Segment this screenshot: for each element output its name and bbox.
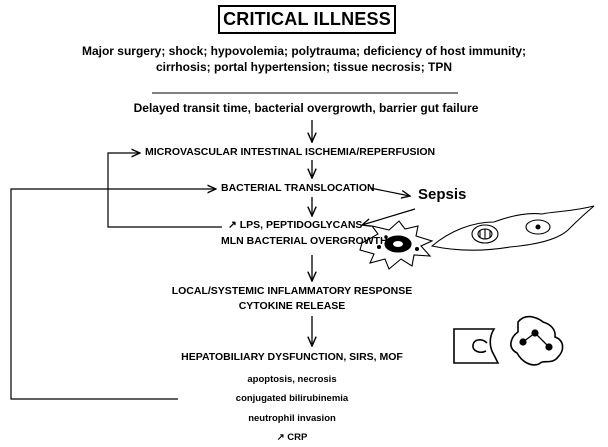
macrophage-icon bbox=[360, 221, 432, 269]
fibroblast-icon bbox=[432, 206, 594, 250]
arrow-sepsis-to-lps bbox=[362, 209, 415, 225]
neutrophil-icon bbox=[511, 317, 563, 365]
arrow-to-sepsis bbox=[370, 188, 410, 196]
loop-lps-to-ischemia bbox=[108, 153, 222, 227]
kupffer-cell-icon bbox=[454, 329, 498, 363]
loop-bilirubin-to-translocation bbox=[11, 189, 216, 399]
